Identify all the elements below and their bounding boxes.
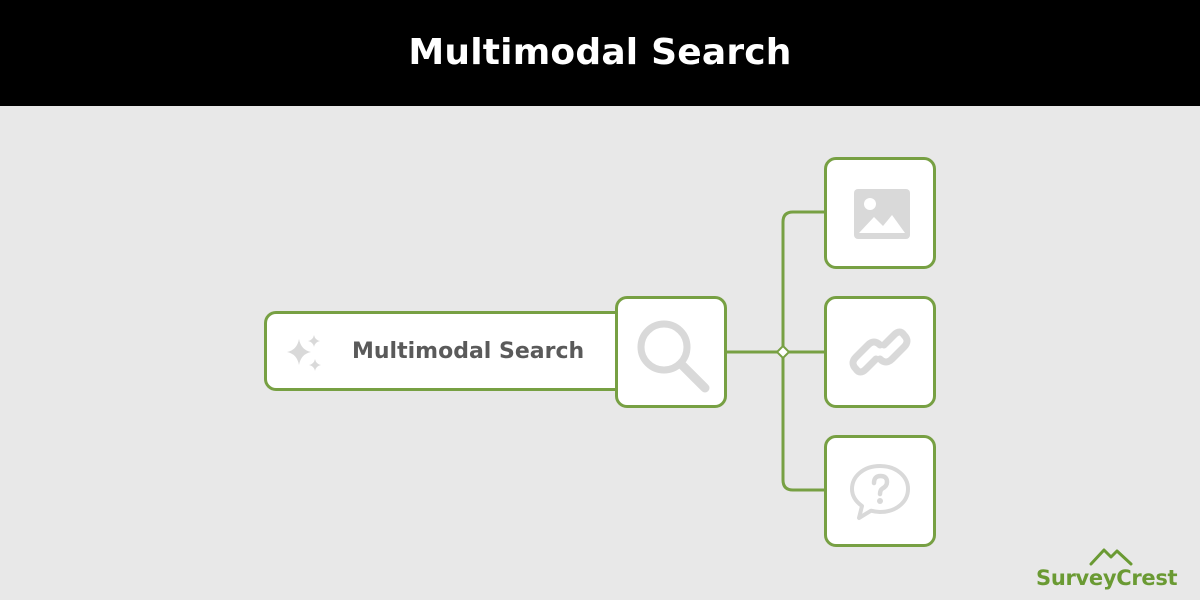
link-search-node[interactable]: [824, 296, 936, 408]
logo-text: SurveyCrest: [1036, 566, 1178, 590]
link-icon: [849, 328, 911, 376]
header-bar: Multimodal Search: [0, 0, 1200, 106]
question-search-node[interactable]: [824, 435, 936, 547]
search-button[interactable]: [615, 296, 727, 408]
connector-to-question: [781, 350, 827, 492]
search-bar[interactable]: [264, 311, 624, 391]
search-label: Multimodal Search: [352, 339, 585, 364]
mountain-icon: [1089, 548, 1133, 566]
surveycrest-logo: SurveyCrest: [1036, 546, 1186, 590]
page-title: Multimodal Search: [408, 31, 792, 73]
question-bubble-icon: [850, 464, 910, 520]
magnifier-icon: [637, 320, 710, 393]
image-icon: [854, 189, 910, 239]
junction-node: [775, 344, 791, 360]
sparkle-icon: [287, 335, 321, 371]
image-search-node[interactable]: [824, 157, 936, 269]
connector-to-image: [781, 210, 827, 354]
